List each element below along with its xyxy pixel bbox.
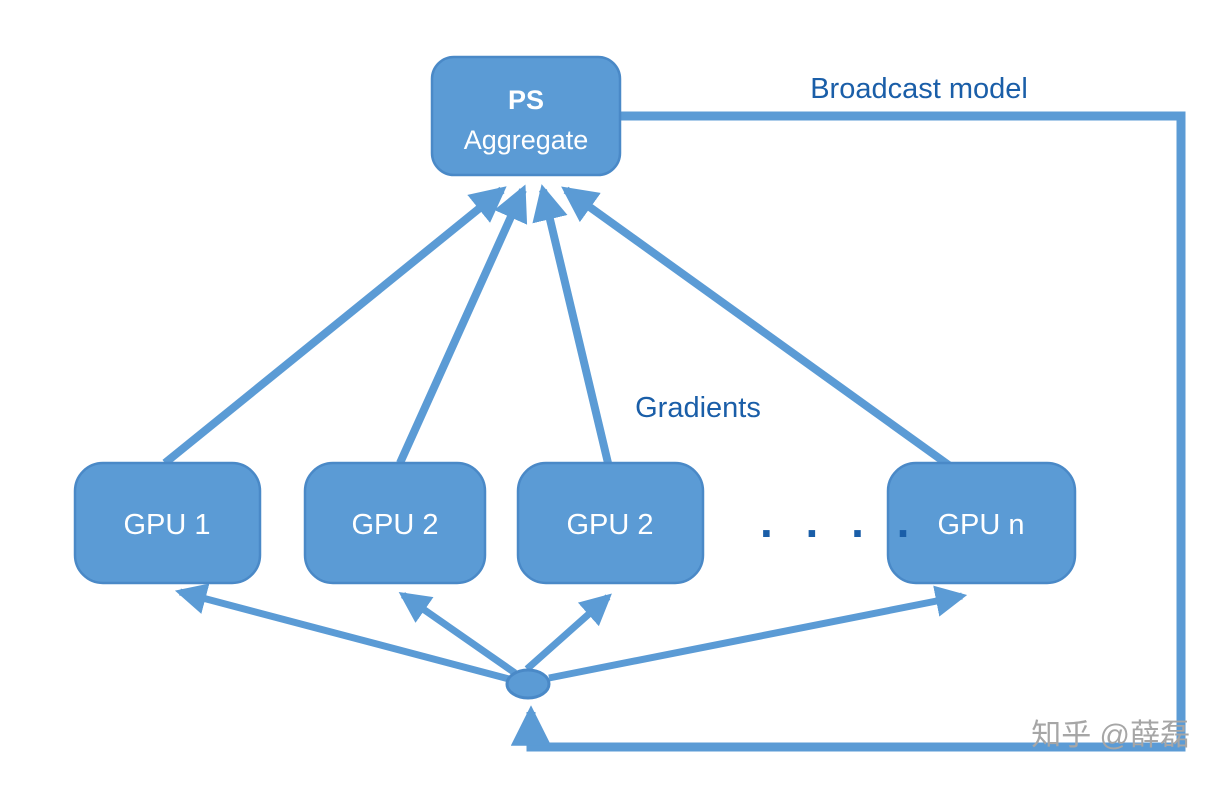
ps-node-box (430, 55, 622, 177)
gpu-node-2-box (303, 461, 487, 585)
distribute-arrow-gpun (548, 585, 968, 682)
distribute-arrow-gpu2 (398, 591, 518, 676)
gradient-arrow-gpun (561, 186, 953, 470)
broadcast-model-label: Broadcast model (810, 73, 1028, 105)
gpu-node-1-label: GPU 1 (123, 509, 210, 541)
gpu-node-n-label: GPU n (937, 509, 1024, 541)
watermark-text: 知乎 @薛磊 (1031, 719, 1190, 752)
gradient-arrow-gpu3 (532, 184, 612, 464)
gpu-node-1-box (73, 461, 262, 585)
broadcast-route-line (510, 111, 1186, 752)
distribute-arrow-gpu1 (174, 583, 510, 683)
gradient-arrow-gpu1 (162, 186, 507, 467)
gpu-node-n-box (886, 461, 1077, 585)
gpu-node-3-box (516, 461, 705, 585)
gradients-label: Gradients (635, 392, 761, 424)
ps-node-subtitle: Aggregate (464, 125, 589, 155)
gpu-node-3: GPU 2 (516, 461, 705, 585)
distribute-arrow-gpu3 (524, 593, 612, 672)
gpu-node-3-label: GPU 2 (566, 509, 653, 541)
gpu-node-1: GPU 1 (73, 461, 262, 585)
ps-node-title: PS (508, 85, 544, 115)
gpu-node-n: GPU n (886, 461, 1077, 585)
gpu-node-2: GPU 2 (303, 461, 487, 585)
ellipsis-dots-label: . . . . (760, 495, 919, 547)
gpu-node-2-label: GPU 2 (351, 509, 438, 541)
ps-node: PS Aggregate (430, 55, 622, 177)
hub-ellipse-node (505, 668, 551, 700)
gradient-arrow-gpu2 (396, 184, 528, 465)
